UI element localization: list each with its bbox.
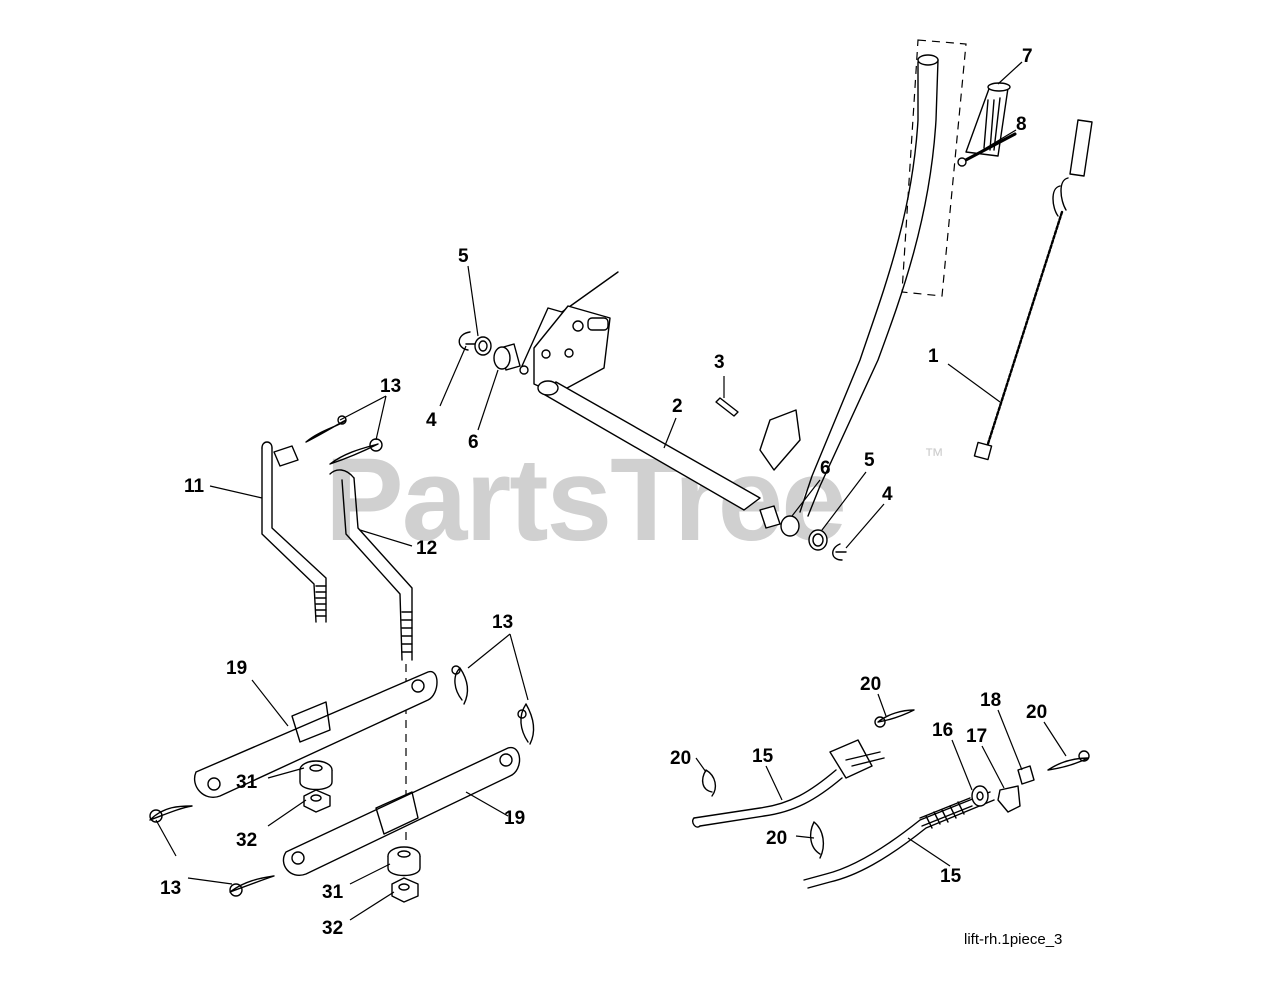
trunnion-17[interactable] — [997, 785, 1021, 813]
callout-20[interactable]: 20 — [670, 748, 691, 769]
spacer-upper[interactable] — [299, 760, 333, 791]
hairpin-clip-20-d[interactable] — [809, 821, 825, 859]
lift-link-right[interactable] — [329, 469, 413, 661]
roll-pin[interactable] — [715, 397, 739, 417]
callout-3[interactable]: 3 — [714, 352, 725, 373]
grip[interactable] — [965, 82, 1011, 157]
bushing-left[interactable] — [493, 343, 529, 375]
ferrule[interactable] — [273, 445, 299, 467]
lift-link-left[interactable] — [261, 441, 327, 623]
callout-20[interactable]: 20 — [766, 828, 787, 849]
callout-15[interactable]: 15 — [940, 866, 962, 887]
watermark-text: PartsTree — [325, 434, 845, 566]
callout-20[interactable]: 20 — [860, 674, 881, 695]
lift-shaft[interactable] — [537, 380, 761, 511]
hairpin-clip-low-1[interactable] — [149, 805, 193, 823]
callout-19[interactable]: 19 — [504, 808, 525, 829]
callout-5[interactable]: 5 — [864, 450, 875, 471]
callout-19[interactable]: 19 — [226, 658, 247, 679]
hairpin-clip-20-c[interactable] — [701, 769, 717, 797]
lift-cable[interactable] — [973, 119, 1093, 461]
leader-lines — [155, 61, 1067, 921]
bushing-right[interactable] — [759, 505, 800, 537]
callout-8[interactable]: 8 — [1016, 114, 1027, 135]
hairpin-clip-low-2[interactable] — [229, 875, 275, 897]
callout-4[interactable]: 4 — [426, 410, 437, 431]
callout-32[interactable]: 32 — [322, 918, 343, 939]
hairpin-clip-20-a[interactable] — [874, 709, 915, 728]
e-clip-left[interactable] — [458, 331, 477, 351]
lift-handle[interactable] — [759, 54, 939, 517]
callout-11[interactable]: 11 — [184, 476, 205, 497]
lift-arm-upper[interactable] — [193, 671, 438, 798]
callout-6[interactable]: 6 — [468, 432, 479, 453]
ferrule-18[interactable] — [1017, 765, 1035, 785]
diagram-caption: lift-rh.1piece_3 — [964, 931, 1062, 948]
callout-1[interactable]: 1 — [928, 346, 939, 367]
callout-31[interactable]: 31 — [236, 772, 258, 793]
washer-right[interactable] — [808, 529, 828, 551]
lift-arm-lower[interactable] — [282, 747, 521, 876]
callout-12[interactable]: 12 — [416, 538, 437, 559]
callout-4[interactable]: 4 — [882, 484, 893, 505]
callout-31[interactable]: 31 — [322, 882, 344, 903]
callout-6[interactable]: 6 — [820, 458, 831, 479]
lift-rod-lower[interactable] — [803, 791, 995, 889]
washer-left[interactable] — [474, 336, 492, 356]
callout-16[interactable]: 16 — [932, 720, 953, 741]
callout-5[interactable]: 5 — [458, 246, 469, 267]
nut-upper[interactable] — [303, 789, 331, 813]
callout-13[interactable]: 13 — [160, 878, 181, 899]
watermark-trademark: ™ — [924, 445, 944, 467]
washer-16[interactable] — [971, 785, 989, 807]
hairpin-clip-mid-2[interactable] — [517, 703, 535, 745]
callout-18[interactable]: 18 — [980, 690, 1001, 711]
e-clip-right[interactable] — [832, 543, 847, 561]
callout-17[interactable]: 17 — [966, 726, 987, 747]
mounting-bracket — [521, 271, 619, 395]
spacer-lower[interactable] — [387, 846, 421, 877]
hairpin-clip-top-1[interactable] — [305, 415, 347, 443]
lift-rod-upper[interactable] — [691, 739, 885, 828]
callout-20[interactable]: 20 — [1026, 702, 1047, 723]
callout-7[interactable]: 7 — [1022, 46, 1033, 67]
callout-15[interactable]: 15 — [752, 746, 774, 767]
callout-2[interactable]: 2 — [672, 396, 683, 417]
callout-13[interactable]: 13 — [492, 612, 513, 633]
callouts: 7 8 1 5 4 6 3 2 6 5 4 13 11 12 13 19 31 … — [160, 46, 1047, 939]
handle-grip-outline — [901, 39, 967, 297]
hairpin-clip-mid-1[interactable] — [451, 665, 469, 705]
hairpin-clip-20-b[interactable] — [1047, 750, 1090, 771]
nut-lower[interactable] — [391, 877, 419, 903]
callout-13[interactable]: 13 — [380, 376, 401, 397]
callout-32[interactable]: 32 — [236, 830, 257, 851]
